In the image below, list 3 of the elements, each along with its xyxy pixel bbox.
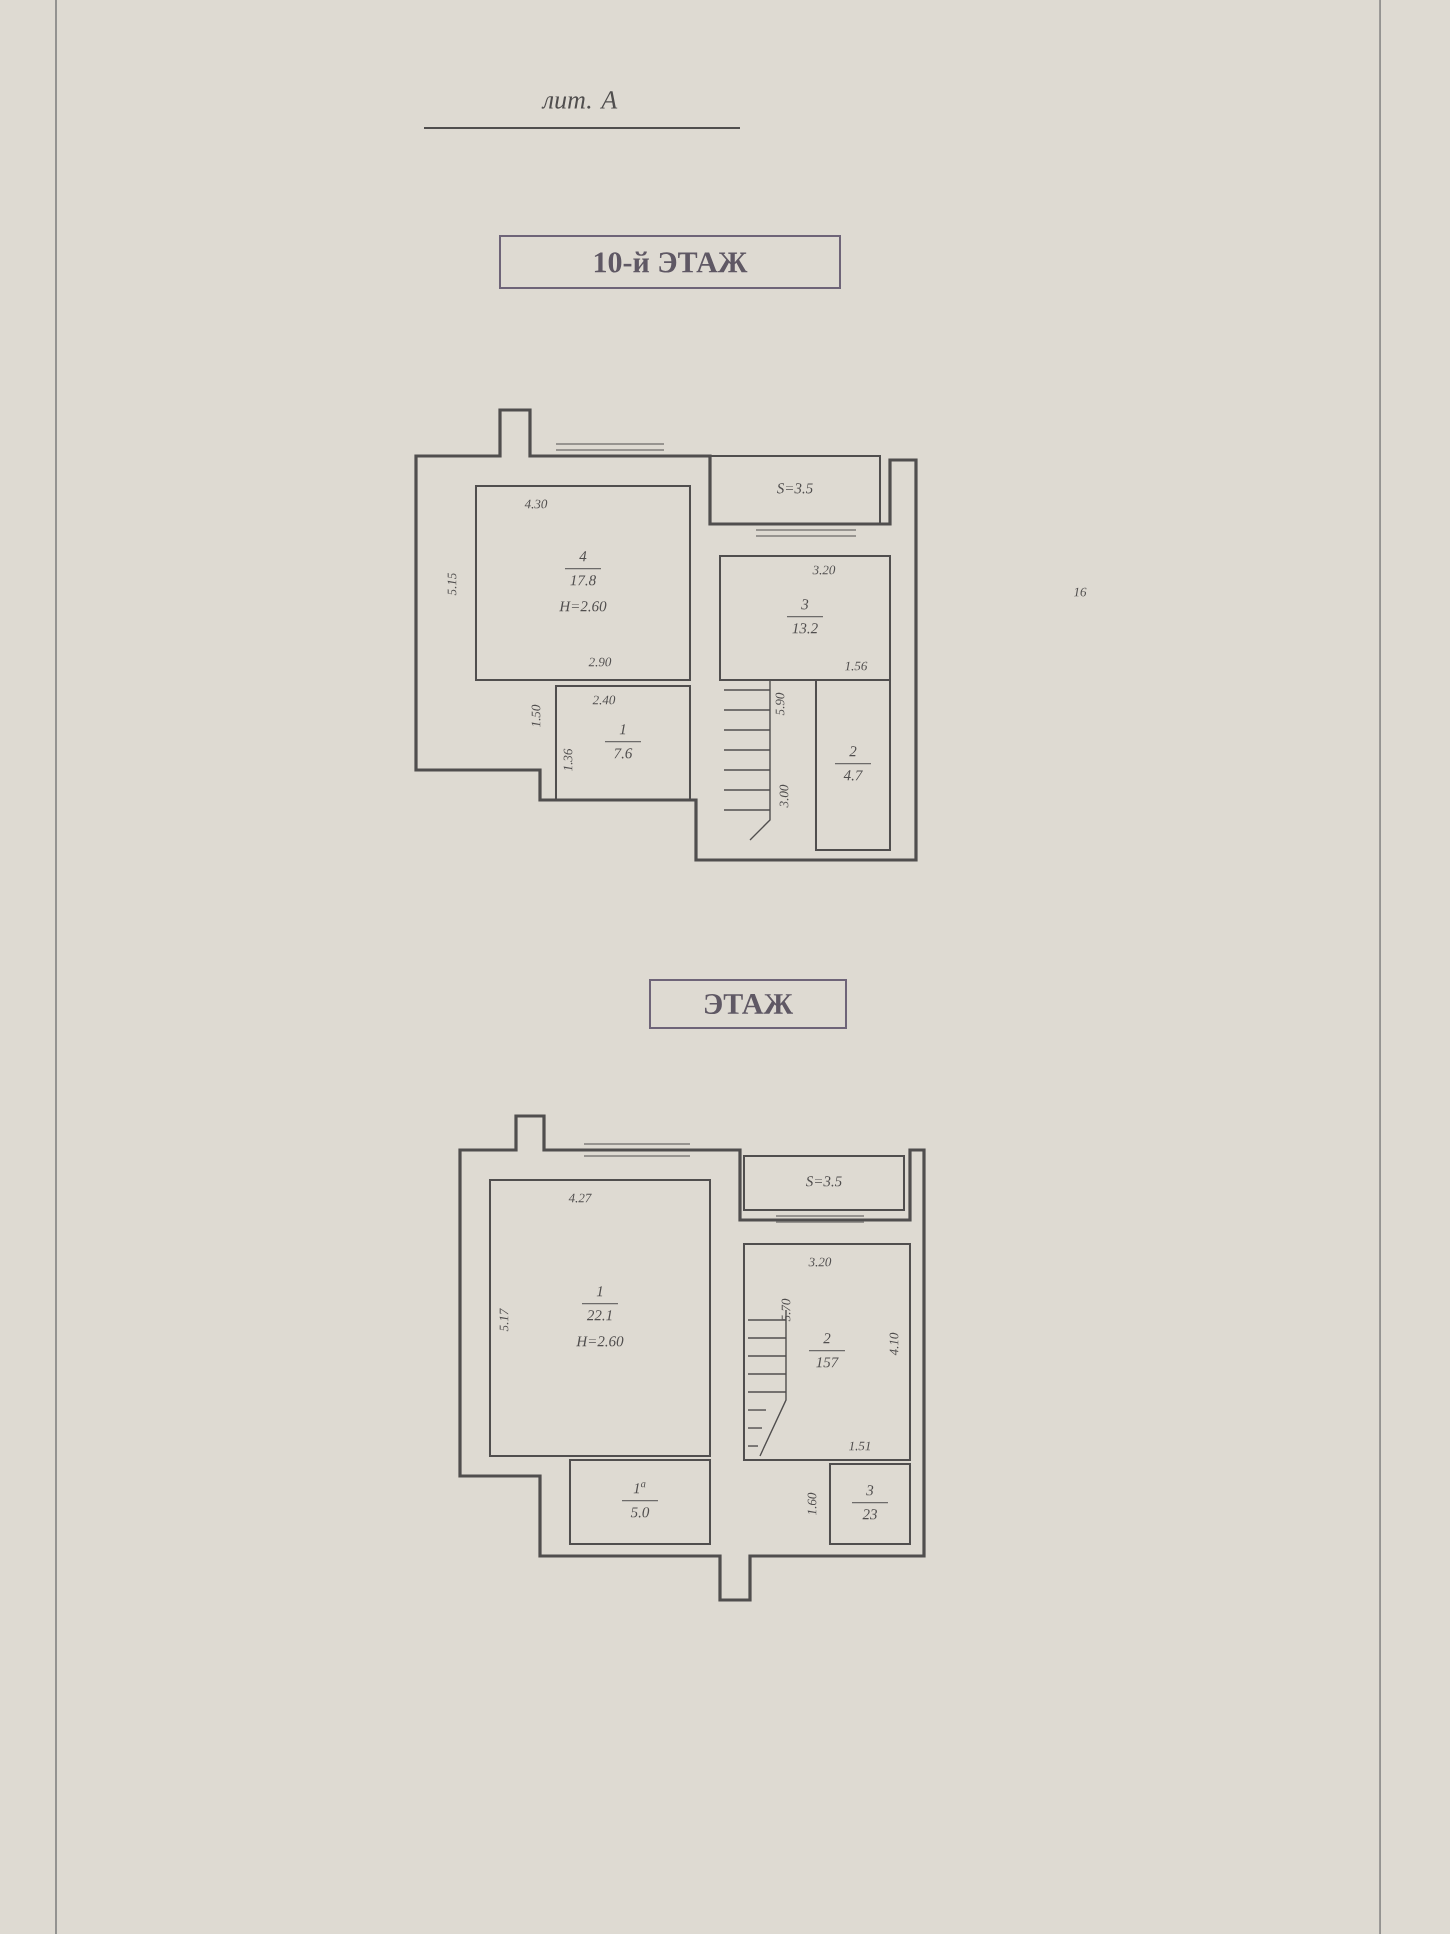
handwritten-title: лит. А — [541, 91, 618, 109]
stamp-box: ЭТАЖ — [649, 979, 847, 1029]
stamp-box: 10-й ЭТАЖ — [499, 235, 841, 289]
